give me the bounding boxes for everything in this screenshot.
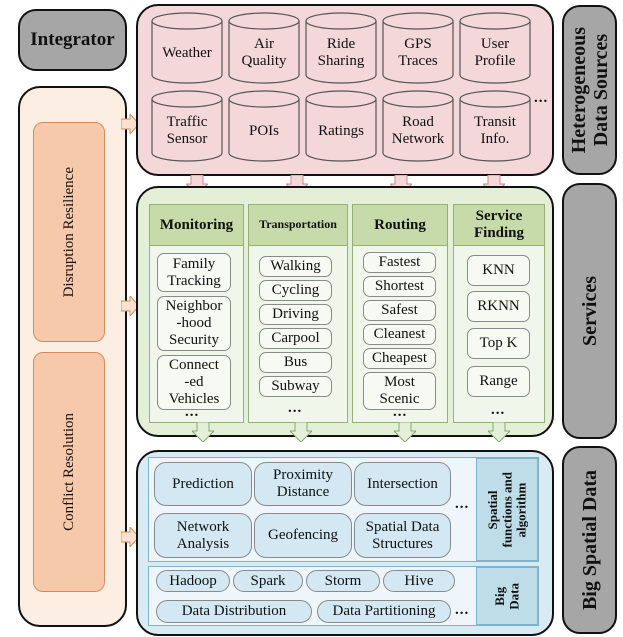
source-traffic-sensor: Traffic Sensor xyxy=(166,114,208,147)
source-ratings: Ratings xyxy=(318,122,364,139)
big-data-item: Hadoop xyxy=(156,570,230,592)
big-data-item: Storm xyxy=(306,570,380,592)
monitoring-more: ... xyxy=(185,404,200,420)
source-air-quality: Air Quality xyxy=(241,36,287,69)
monitoring-header: Monitoring xyxy=(149,204,244,246)
integrator-title: Integrator xyxy=(18,9,127,71)
services-layer-label: Services xyxy=(562,183,617,439)
service-item: KNN xyxy=(467,255,530,286)
transportation-more: ... xyxy=(288,400,303,416)
service-item: Connect -ed Vehicles xyxy=(157,355,231,410)
spatial-function-item: Intersection xyxy=(354,462,451,506)
cylinder-icon: Traffic Sensor xyxy=(151,90,223,162)
spatial-function-item: Prediction xyxy=(154,462,252,506)
source-weather: Weather xyxy=(162,44,212,61)
spatial-function-item: Spatial Data Structures xyxy=(354,513,451,558)
service-item: Subway xyxy=(259,376,332,397)
conflict-resolution-box: Conflict Resolution xyxy=(33,352,105,592)
down-arrow-icon xyxy=(290,422,312,442)
cylinder-icon: Ratings xyxy=(305,90,377,162)
service-item: Cleanest xyxy=(363,324,436,345)
spatial-function-item: Geofencing xyxy=(254,513,352,558)
service-item: Bus xyxy=(259,352,332,373)
service-item: Fastest xyxy=(363,252,436,273)
cylinder-icon: Weather xyxy=(151,12,223,84)
service-item: Walking xyxy=(259,256,332,277)
down-arrow-icon xyxy=(192,422,214,442)
source-transit-info: Transit Info. xyxy=(474,114,516,147)
down-arrow-icon xyxy=(488,422,510,442)
big-data-more: ... xyxy=(455,602,470,618)
service-finding-more: ... xyxy=(491,402,506,418)
spatial-function-item: Network Analysis xyxy=(154,513,252,558)
cylinder-icon: User Profile xyxy=(459,12,531,84)
service-item: Safest xyxy=(363,300,436,321)
service-item: Shortest xyxy=(363,276,436,297)
big-data-item: Spark xyxy=(233,570,303,592)
big-spatial-data-layer-label: Big Spatial Data xyxy=(562,446,617,634)
source-road-network: Road Network xyxy=(391,114,445,147)
cylinder-icon: Road Network xyxy=(382,90,454,162)
service-item: RKNN xyxy=(467,291,530,322)
source-pois: POIs xyxy=(248,122,279,139)
conflict-resolution-label: Conflict Resolution xyxy=(60,413,77,531)
source-user-profile: User Profile xyxy=(474,36,516,69)
big-data-item: Hive xyxy=(383,570,455,592)
service-item: Most Scenic xyxy=(363,372,436,410)
cylinder-icon: GPS Traces xyxy=(382,12,454,84)
service-item: Neighbor -hood Security xyxy=(157,296,231,351)
service-finding-header: Service Finding xyxy=(453,204,545,246)
cylinder-icon: POIs xyxy=(228,90,300,162)
spatial-function-item: Proximity Distance xyxy=(254,462,352,506)
transportation-header: Transportation xyxy=(248,204,348,246)
disruption-resilience-label: Disruption Resilience xyxy=(60,166,77,298)
service-item: Range xyxy=(467,366,530,397)
source-gps-traces: GPS Traces xyxy=(398,36,438,69)
sources-layer-label: Heterogeneous Data Sources xyxy=(562,5,617,175)
big-data-label: Big Data xyxy=(476,567,538,625)
big-data-item: Data Partitioning xyxy=(317,600,451,623)
service-item: Driving xyxy=(259,304,332,325)
sources-more: ... xyxy=(534,90,549,106)
service-item: Cheapest xyxy=(363,348,436,369)
spatial-functions-more: ... xyxy=(455,496,470,512)
service-item: Top K xyxy=(467,328,530,359)
service-item: Family Tracking xyxy=(157,253,231,292)
service-item: Carpool xyxy=(259,328,332,349)
disruption-resilience-box: Disruption Resilience xyxy=(33,122,105,342)
cylinder-icon: Ride Sharing xyxy=(305,12,377,84)
big-data-item: Data Distribution xyxy=(156,600,312,623)
cylinder-icon: Transit Info. xyxy=(459,90,531,162)
cylinder-icon: Air Quality xyxy=(228,12,300,84)
source-ride-sharing: Ride Sharing xyxy=(317,36,365,69)
routing-header: Routing xyxy=(352,204,448,246)
down-arrow-icon xyxy=(394,422,416,442)
service-item: Cycling xyxy=(259,280,332,301)
spatial-functions-label: Spatial functions and algorithm xyxy=(476,458,538,561)
routing-more: ... xyxy=(393,404,408,420)
